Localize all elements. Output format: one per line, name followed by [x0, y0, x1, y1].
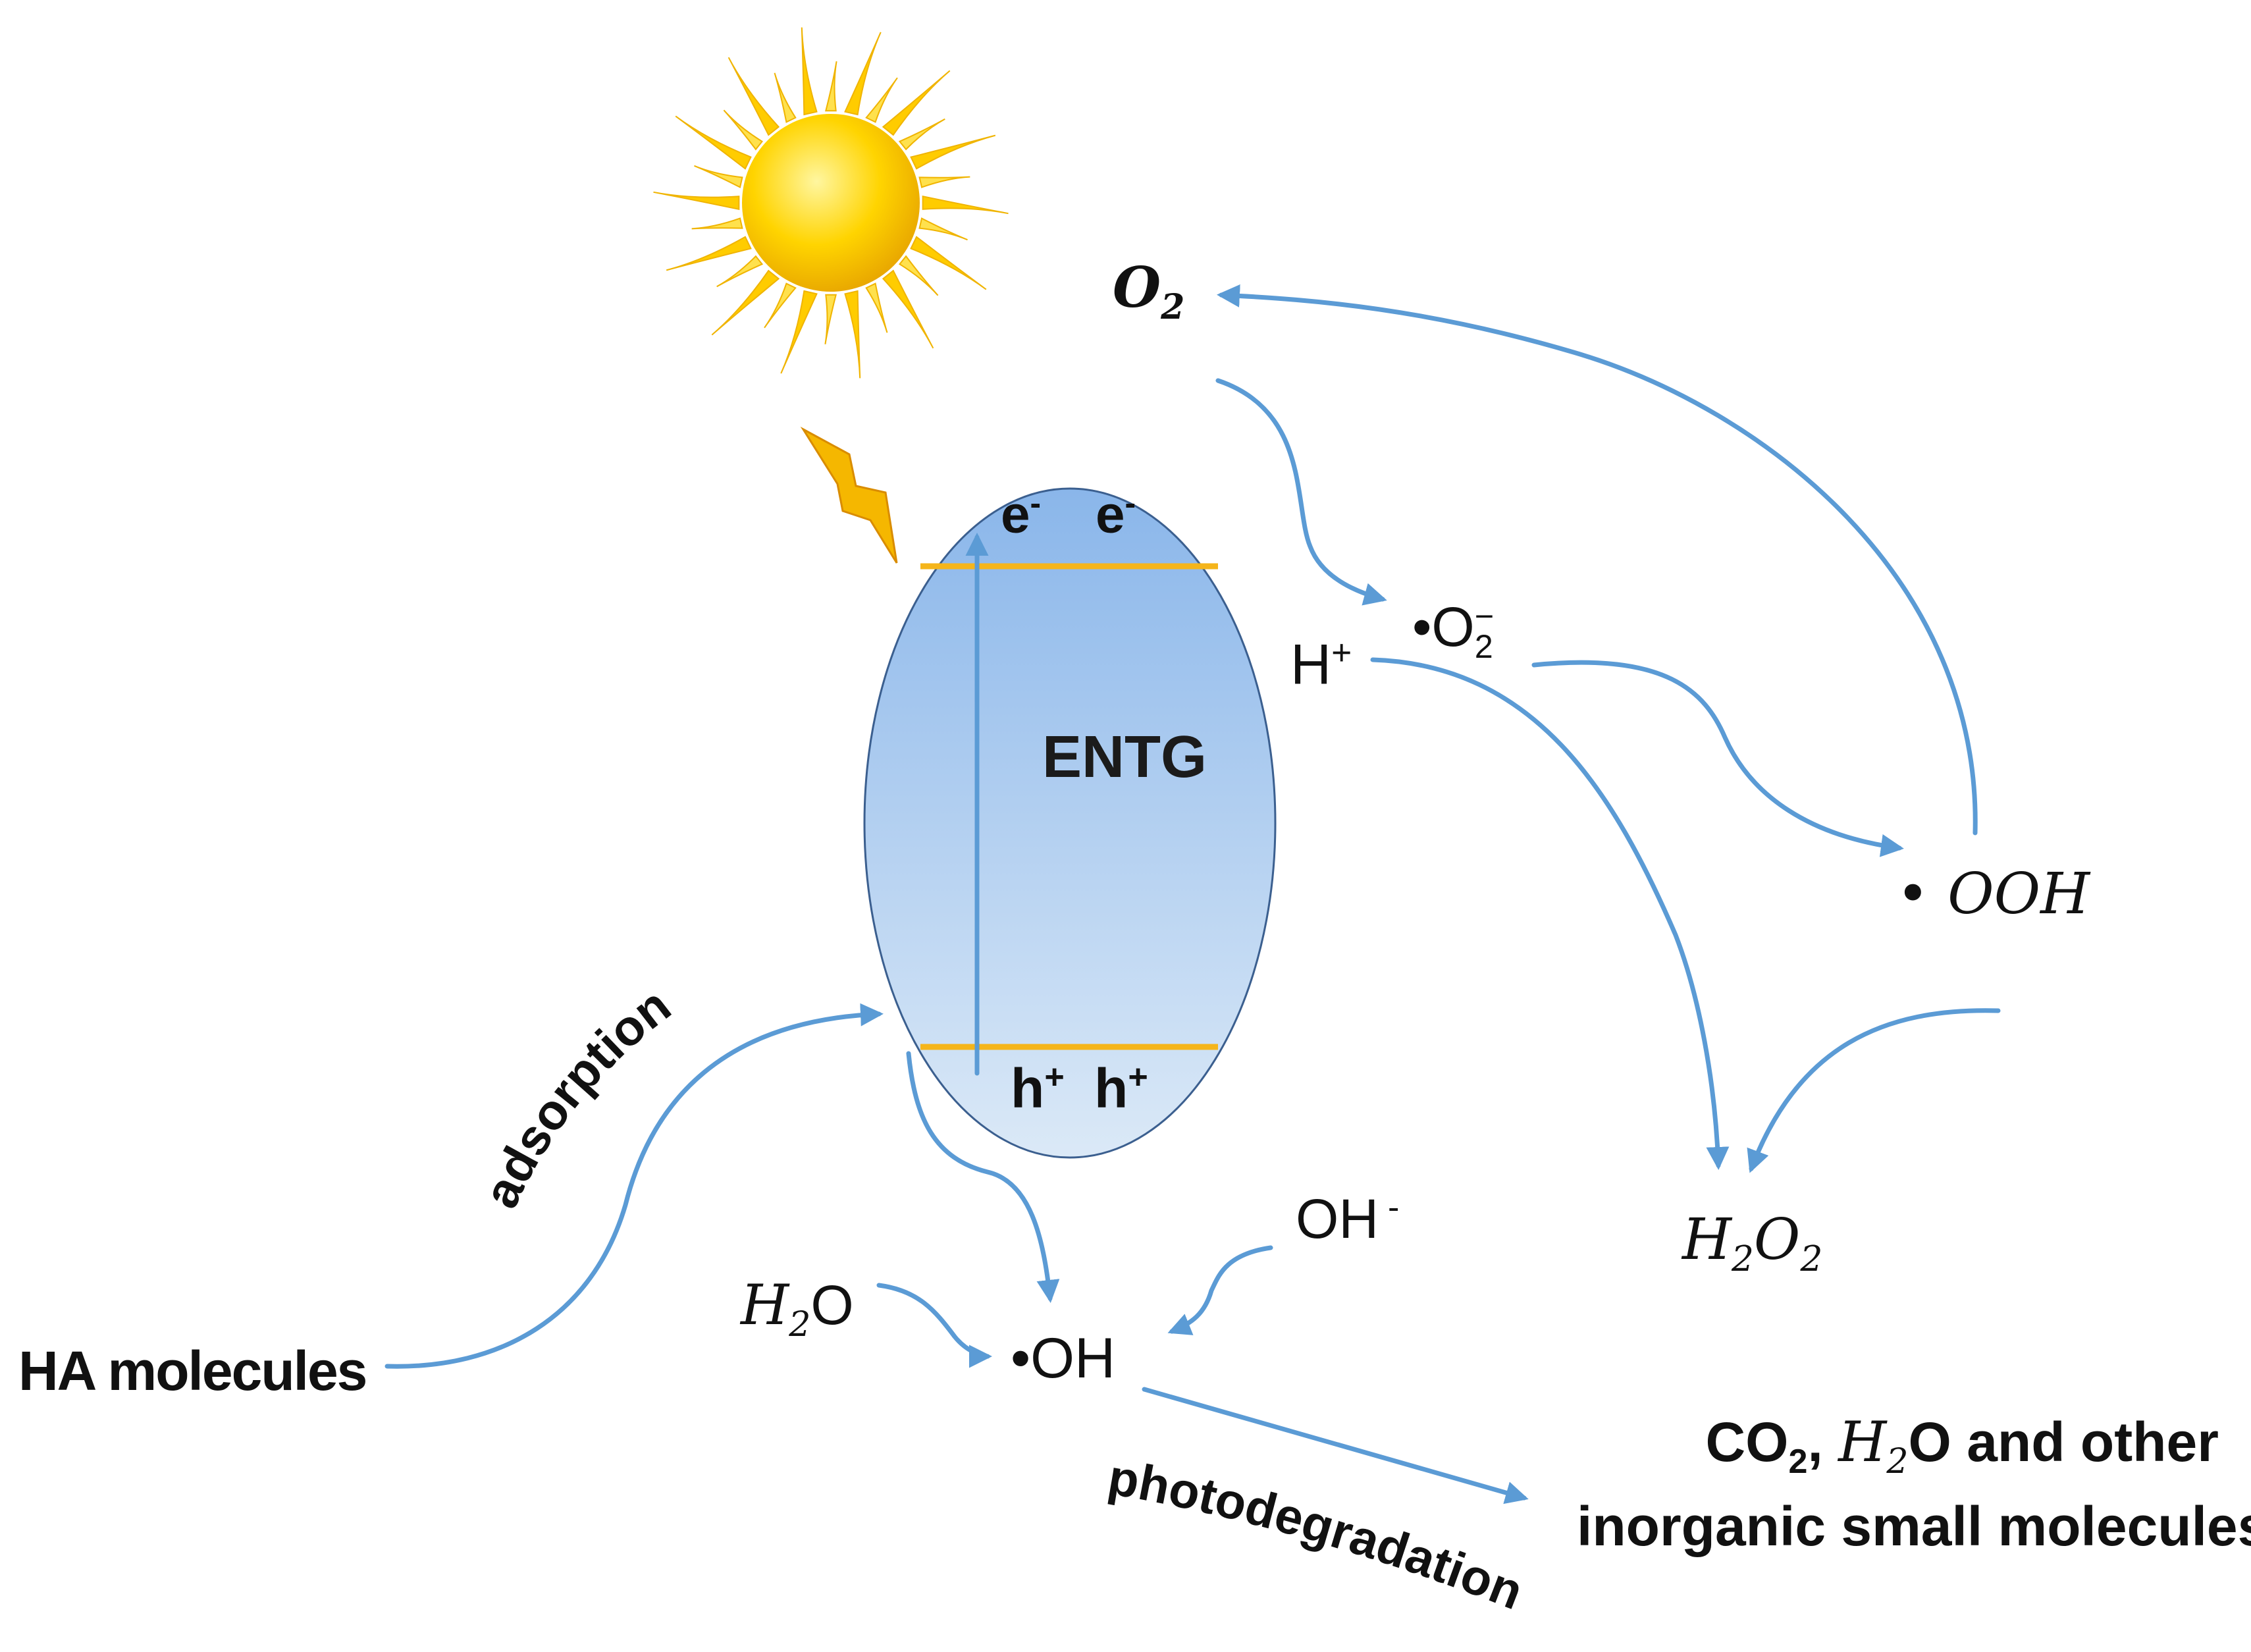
- sun-ray: [675, 115, 752, 170]
- sun-ray: [910, 236, 987, 290]
- sun-ray: [922, 195, 1009, 215]
- photodegradation-label: photodegradation: [1104, 1449, 1531, 1621]
- arrow-ohminus-to-oh: [1167, 1245, 1273, 1335]
- o2-label: O2: [1113, 255, 1185, 327]
- arrow-holes-to-oh: [906, 1051, 1060, 1303]
- arrow-hplus-to-h2o2: [1370, 657, 1730, 1170]
- sun-ray: [694, 165, 743, 188]
- electron-label-2: e-: [1096, 485, 1136, 544]
- arrow-ooh-to-o2: [1217, 284, 1978, 836]
- sun-ray: [764, 282, 797, 329]
- products-label: CO2, H2O and other inorganic small molec…: [1577, 1402, 2251, 1567]
- arrow-superoxide-to-ooh: [1531, 660, 1904, 857]
- h-plus-label: H+: [1290, 633, 1352, 697]
- sun-ray: [801, 27, 818, 116]
- arrow-h2o-to-oh: [876, 1283, 992, 1368]
- hole-label-2: h+: [1094, 1057, 1148, 1119]
- sun-ray: [865, 282, 888, 333]
- products-line-2: inorganic small molecules: [1577, 1495, 2251, 1558]
- sun-ray: [825, 61, 837, 112]
- lightning-bolt-icon: [800, 426, 898, 564]
- sun-ray: [918, 217, 968, 241]
- ooh-radical-label: • OOH: [1896, 861, 2090, 927]
- ha-molecules-label: HA molecules: [18, 1340, 367, 1402]
- sun-ray: [774, 72, 797, 123]
- arrow-o2-to-superoxide: [1215, 378, 1387, 606]
- sun-ray: [691, 217, 743, 230]
- sun-ray: [723, 109, 763, 151]
- sun-ray: [844, 32, 882, 116]
- sun-ray: [653, 191, 740, 211]
- oh-minus-label: OH-: [1296, 1188, 1400, 1250]
- entg-label: ENTG: [1042, 724, 1207, 790]
- electron-label-1: e-: [1001, 485, 1042, 544]
- sun-ray: [910, 134, 996, 170]
- sun-ray: [899, 255, 939, 296]
- hydroxyl-radical-label: •OH: [1011, 1327, 1116, 1390]
- adsorption-label: adsorption: [473, 977, 681, 1216]
- sun-ray: [824, 294, 837, 344]
- arrow-ha-adsorption: [384, 1003, 884, 1369]
- sun-ray: [728, 57, 780, 136]
- sun-icon: [653, 27, 1009, 379]
- sun-ray: [844, 290, 861, 379]
- sun-ray: [882, 70, 951, 136]
- superoxide-label: •O−2: [1412, 596, 1495, 665]
- entg-particle: [863, 487, 1277, 1159]
- arrow-ooh-to-h2o2: [1747, 1008, 2001, 1173]
- sun-ray: [882, 269, 934, 349]
- sun-ray: [865, 77, 898, 123]
- h2o2-label: H2O2: [1682, 1207, 1823, 1280]
- h2o-label: H2O: [741, 1273, 854, 1345]
- sun-ray: [780, 290, 818, 374]
- sun-ray: [918, 176, 970, 188]
- hole-label-1: h+: [1011, 1057, 1065, 1119]
- sun-ray: [666, 236, 752, 271]
- products-line-1: CO2, H2O and other: [1705, 1410, 2219, 1481]
- sun-ray: [716, 255, 764, 288]
- arrow-photodegradation: [1142, 1387, 1529, 1505]
- sun-ray: [898, 118, 945, 151]
- sun-ray: [711, 269, 780, 336]
